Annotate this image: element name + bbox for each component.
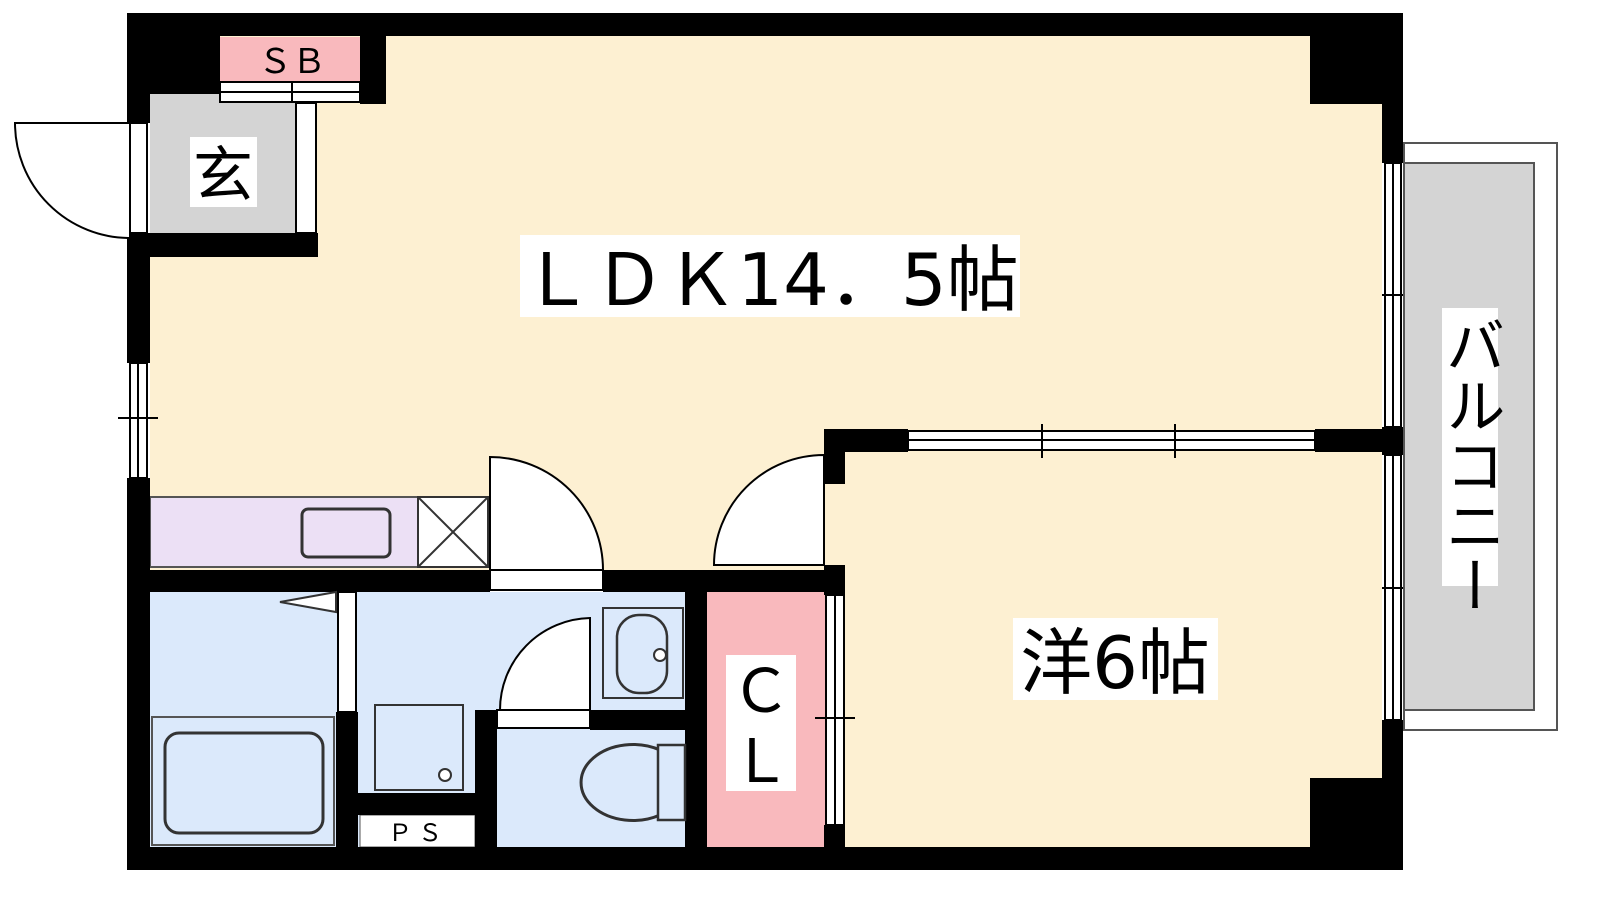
ldk-label-bg <box>520 235 1020 317</box>
bathtub-basin <box>163 731 325 835</box>
wash-basin <box>602 607 684 699</box>
closet-label-l: Ｌ <box>731 727 791 797</box>
balcony-label: バルコニー <box>1435 315 1505 615</box>
pipe-space <box>359 814 476 848</box>
closet-label-c: Ｃ <box>731 657 791 727</box>
closet-label-bg-2 <box>726 723 796 791</box>
shoe-box-label: ＳＢ <box>258 42 326 82</box>
balcony-label-bg <box>1442 308 1498 586</box>
western-label-bg <box>1013 618 1218 700</box>
ldk-label: ＬＤＫ14．5帖 <box>521 238 1018 322</box>
entrance-label-bg <box>190 137 257 207</box>
windows <box>118 81 1403 826</box>
fixtures <box>151 590 687 846</box>
faucet <box>279 590 337 614</box>
doors <box>13 122 825 711</box>
stove-box <box>417 496 489 568</box>
toilet <box>579 743 687 822</box>
closet-label-bg-1 <box>726 655 796 723</box>
western-room-label: 洋6帖 <box>1020 621 1210 705</box>
shoe-box <box>220 37 360 82</box>
entrance-label: 玄 <box>193 141 253 211</box>
bathtub <box>151 716 335 846</box>
walls <box>127 13 1403 870</box>
sink <box>300 507 392 559</box>
pipe-space-label: ＰＳ <box>388 819 448 847</box>
